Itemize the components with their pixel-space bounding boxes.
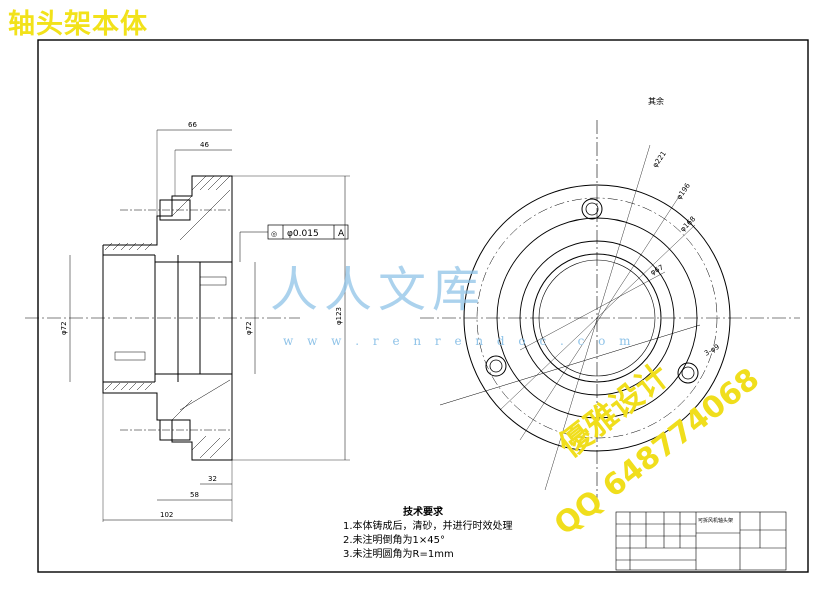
tech-req-item: 3.未注明圆角为R=1mm — [343, 549, 454, 560]
dim-46: 46 — [200, 141, 209, 149]
drawing-frame — [37, 39, 809, 573]
dim-phi196: φ196 — [675, 181, 692, 201]
tolerance-value: φ0.015 — [287, 229, 319, 239]
dim-phi221: φ221 — [651, 150, 668, 169]
title-block-text: 可拆风机轴头架 — [698, 517, 733, 524]
dim-phi168: φ168 — [679, 215, 697, 233]
dim-66: 66 — [188, 121, 197, 129]
dim-phi72: φ72 — [60, 321, 68, 335]
surface-finish-other: 其余 — [648, 96, 664, 106]
front-view-dimension-text: φ221 φ196 φ168 φ67 3-φ9 其余 — [648, 96, 721, 358]
section-view-dimension-text: 66 46 32 58 102 φ72 φ72 φ123 ◎ φ0.015 A — [60, 121, 345, 519]
watermark-renren: 人人文库 — [270, 262, 487, 318]
page-title: 轴头架本体 — [8, 9, 148, 40]
section-view — [25, 129, 350, 522]
dim-phi72-inner: φ72 — [245, 321, 253, 335]
dim-32: 32 — [208, 475, 217, 483]
tech-req-heading: 技术要求 — [403, 507, 443, 518]
front-view — [420, 120, 800, 510]
dim-phi123: φ123 — [335, 307, 343, 325]
dim-phi67: φ67 — [649, 263, 665, 276]
title-block — [615, 511, 787, 571]
dim-hole: 3-φ9 — [703, 343, 721, 358]
title-block-part-name: 可拆风机轴头架 — [698, 517, 733, 524]
tolerance-symbol: ◎ — [271, 230, 277, 238]
watermark-url: w w w . r e n r e n d o c . c o m — [283, 334, 636, 348]
dim-102: 102 — [160, 511, 173, 519]
tech-req-item: 1.本体铸成后，清砂，并进行时效处理 — [343, 521, 513, 532]
technical-requirements: 技术要求 1.本体铸成后，清砂，并进行时效处理 2.未注明倒角为1×45° 3.… — [343, 506, 513, 562]
tech-req-item: 2.未注明倒角为1×45° — [343, 535, 446, 546]
tolerance-datum: A — [338, 229, 345, 239]
dim-58: 58 — [190, 491, 199, 499]
